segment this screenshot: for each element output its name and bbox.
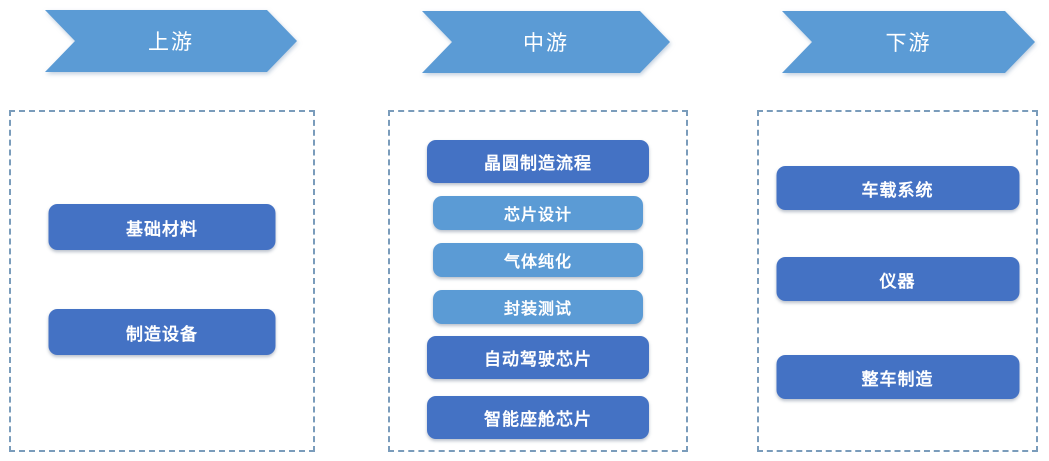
- stage-label-downstream: 下游: [885, 32, 932, 55]
- box-label: 基础材料: [126, 219, 198, 239]
- box-chip-design: 芯片设计: [433, 196, 643, 230]
- box-label: 气体纯化: [503, 254, 572, 271]
- box-manufacturing-equipment: 制造设备: [48, 309, 276, 355]
- box-basic-materials: 基础材料: [48, 204, 276, 250]
- box-label: 封装测试: [503, 301, 572, 318]
- box-label: 制造设备: [126, 324, 198, 344]
- stage-label-upstream: 上游: [148, 31, 194, 54]
- upstream-panel: 基础材料 制造设备: [9, 110, 315, 452]
- box-vehicle-manufacturing: 整车制造: [776, 355, 1019, 399]
- box-label: 整车制造: [861, 369, 934, 389]
- stage-arrow-upstream: 上游: [45, 10, 297, 72]
- box-label: 车载系统: [861, 180, 934, 200]
- chevron-shape: 下游: [782, 11, 1035, 73]
- chevron-shape: 中游: [422, 11, 670, 73]
- box-packaging-testing: 封装测试: [433, 290, 643, 324]
- midstream-panel: 晶圆制造流程 芯片设计 气体纯化 封装测试 自动驾驶芯片 智能座舱芯片: [388, 110, 688, 452]
- stage-label-midstream: 中游: [523, 32, 569, 55]
- stage-arrow-midstream: 中游: [422, 11, 670, 73]
- box-vehicle-system: 车载系统: [776, 166, 1019, 210]
- box-autonomous-driving-chip: 自动驾驶芯片: [427, 336, 649, 379]
- box-gas-purification: 气体纯化: [433, 243, 643, 277]
- stage-arrow-downstream: 下游: [782, 11, 1035, 73]
- box-label: 仪器: [879, 271, 916, 291]
- chevron-shape: 上游: [45, 10, 297, 72]
- box-label: 自动驾驶芯片: [484, 350, 592, 369]
- box-label: 智能座舱芯片: [484, 410, 592, 429]
- box-wafer-fab-process: 晶圆制造流程: [427, 140, 649, 183]
- box-smart-cockpit-chip: 智能座舱芯片: [427, 396, 649, 439]
- box-label: 晶圆制造流程: [484, 154, 592, 173]
- downstream-panel: 车载系统 仪器 整车制造: [757, 110, 1038, 452]
- box-label: 芯片设计: [503, 207, 572, 224]
- box-instruments: 仪器: [776, 257, 1019, 301]
